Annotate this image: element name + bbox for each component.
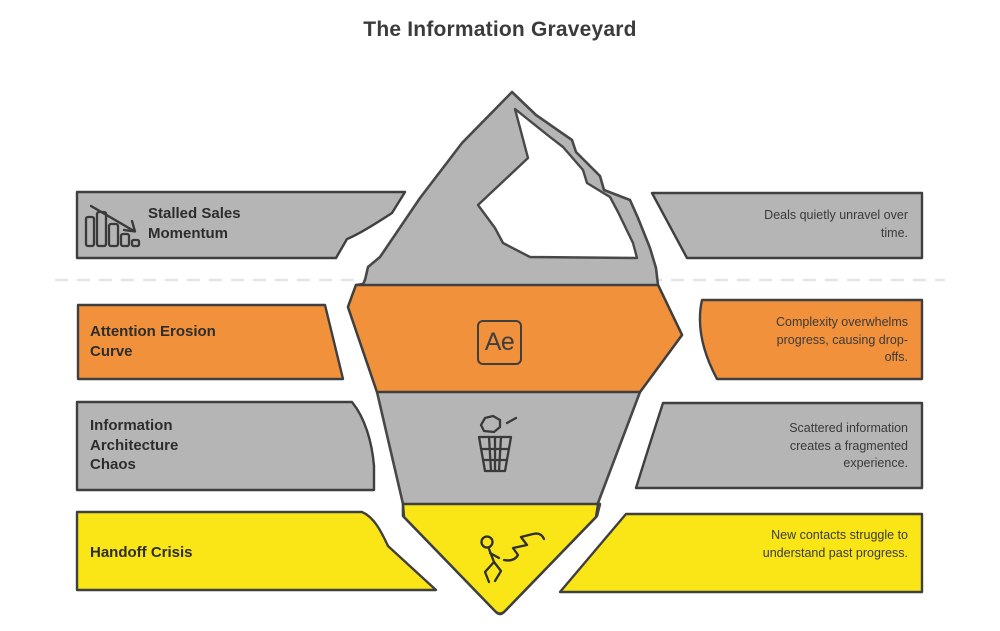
layer-bands: [75, 190, 924, 594]
description-stalled-sales-momentum: Deals quietly unravel over time.: [764, 208, 908, 240]
label-attention-erosion-curve: Attention Erosion Curve: [90, 323, 216, 360]
walking-person-icon: [480, 532, 546, 584]
description-information-architecture-chaos: Scattered information creates a fragment…: [789, 421, 908, 470]
band-right-attention-erosion: [698, 298, 924, 381]
label-information-architecture-chaos: Information Architecture Chaos: [90, 417, 179, 473]
label-handoff-crisis: Handoff Crisis: [90, 544, 193, 561]
description-handoff-crisis: New contacts struggle to understand past…: [762, 528, 908, 560]
band-right-handoff-crisis: [558, 512, 924, 594]
band-right-stalled-sales: [650, 191, 924, 260]
ae-app-icon: Ae: [477, 320, 522, 365]
band-right-information-architecture: [634, 401, 924, 490]
iceberg-yellow-tip: [401, 502, 600, 615]
trash-icon: [477, 414, 518, 473]
iceberg-orange-band: [346, 283, 684, 394]
band-left-information-architecture: [75, 400, 376, 492]
band-left-stalled-sales: [75, 190, 407, 260]
iceberg-snow-facet: [476, 107, 639, 260]
declining-chart-icon: [84, 204, 141, 248]
page-title: The Information Graveyard: [363, 18, 637, 41]
band-left-attention-erosion: [76, 303, 345, 381]
label-stalled-sales-momentum: Stalled Sales Momentum: [148, 205, 241, 242]
band-left-handoff-crisis: [75, 510, 438, 592]
description-attention-erosion-curve: Complexity overwhelms progress, causing …: [776, 315, 908, 364]
